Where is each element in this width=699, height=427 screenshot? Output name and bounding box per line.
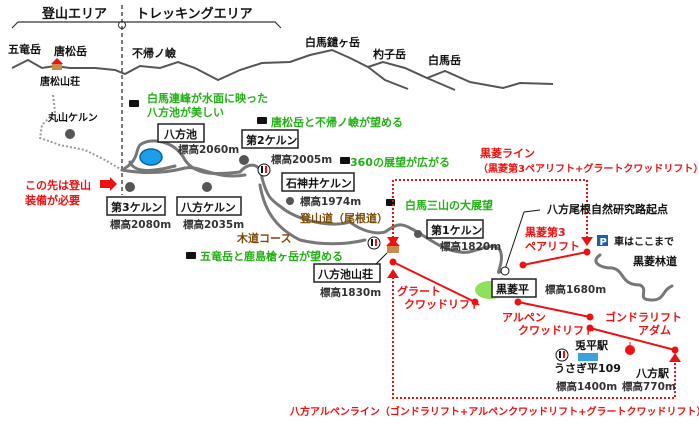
peak-yari: 白馬鑓ヶ岳 (305, 35, 360, 49)
adam-label-2: アダム (638, 323, 671, 337)
climbing-trail (38, 94, 123, 171)
lift-lines (389, 248, 679, 354)
svg-text:P: P (600, 237, 607, 248)
cairn-shakujii-label: 石神井ケルン (285, 176, 352, 190)
kurobishi-elevation: 標高1680m (545, 283, 606, 296)
trekking-area-label: トレッキングエリア (136, 6, 253, 22)
happoike-label: 八方池 (163, 127, 197, 141)
camera-icon (340, 157, 350, 164)
cairn-3-label: 第3ケルン (111, 200, 162, 214)
cairn-2-elevation: 標高2005m (271, 153, 332, 166)
peak-fukaeri: 不帰ノ嶮 (132, 46, 177, 60)
toilet-icon (257, 163, 271, 177)
view-note-2: 唐松岳と不帰ノ嶮が望める (271, 115, 403, 129)
gondola-icon (625, 342, 635, 355)
happoike-elevation: 標高2060m (178, 143, 239, 156)
cairn-icon (65, 129, 75, 139)
usagi-elevation: 標高1400m (556, 380, 617, 393)
kurobishi-line-outline (392, 179, 588, 238)
camera-icon (129, 100, 139, 107)
maruyama-cairn-label: 丸山ケルン (47, 111, 98, 124)
cairn-icon (239, 155, 249, 165)
alpen-label-1: アルペン (502, 311, 546, 324)
cairn-icon (202, 182, 212, 192)
toilet-icon (555, 348, 569, 362)
karamatsu-hut-label: 唐松山荘 (40, 75, 80, 88)
cairn-1-elevation: 標高1820m (440, 240, 501, 253)
cairn-happo-label: 八方ケルン (180, 200, 236, 214)
usagi-station-label: 兎平駅 (575, 338, 608, 352)
grat-label-1: グラート (397, 284, 441, 298)
peak-karamatsu: 唐松岳 (54, 44, 87, 58)
cairn-happo-elevation: 標高2035m (183, 218, 244, 231)
hut-icon (51, 58, 63, 70)
arrow-right-icon (100, 177, 117, 191)
alpen-line-title: 八方アルペンライン（ゴンドラリフト+アルペンクワッドリフト+グラートクワッドリフ… (289, 405, 699, 418)
ridge-route-label: 登山道（尾根道） (299, 211, 388, 225)
cairn-1-label: 第1ケルン (431, 223, 482, 237)
view-note-1b: 八方池が美しい (146, 105, 224, 119)
happo-station-elevation: 標高770m (622, 380, 676, 393)
kurobishi-line-title: 黒菱ライン (480, 146, 535, 160)
climbing-area-label: 登山エリア (41, 6, 107, 22)
kurobishi3-label-1: 黒菱第3 (525, 225, 566, 239)
kurobishi-label: 黒菱平 (496, 282, 529, 296)
cairn-3-elevation: 標高2080m (110, 218, 171, 231)
camera-icon (257, 117, 267, 124)
happoike-lake (139, 148, 163, 166)
view-note-3: 360の展望が広がる (350, 155, 450, 169)
rindo-label: 黒菱林道 (633, 254, 677, 268)
alpen-line-outline (392, 277, 676, 399)
cairn-shakujii-elevation: 標高1974m (300, 195, 361, 208)
sanso-label: 八方池山荘 (317, 267, 373, 281)
alpen-label-2: クワッドリフト (518, 324, 595, 337)
parking-icon: P (597, 235, 608, 248)
warning-line-2: 装備が必要 (24, 193, 80, 207)
toilet-icon (367, 236, 381, 250)
boardwalk-route-label: 木道コース (236, 231, 291, 245)
building-icon (578, 353, 598, 361)
sanso-elevation: 標高1830m (320, 286, 381, 299)
kurobishi-line-detail: （黒菱第3ペアリフト+グラートクワッドリフト） (478, 162, 699, 175)
area-header: 登山エリア トレッキングエリア (11, 5, 282, 195)
peak-shakushi: 杓子岳 (373, 47, 406, 61)
parking-note: 車はここまで (614, 235, 674, 248)
view-note-1a: 白馬連峰が水面に映った (147, 91, 268, 105)
cairn-icon (125, 182, 135, 192)
trekking-trails (120, 139, 674, 302)
peak-goryu: 五竜岳 (8, 42, 41, 56)
adam-label-1: ゴンドラリフト (605, 310, 682, 324)
grat-label-2: クワッドリフト (404, 298, 481, 311)
view-note-5: 五竜岳と鹿島槍ヶ岳が望める (200, 249, 343, 263)
mountain-ridge (11, 48, 554, 90)
view-note-4: 白馬三山の大展望 (405, 198, 493, 212)
trailhead-marker (500, 266, 510, 276)
camera-icon (186, 252, 196, 259)
peak-shirouma: 白馬岳 (428, 53, 461, 67)
cairn-icon (286, 197, 294, 205)
cairn-icon (414, 230, 422, 238)
kurobishi3-label-2: ペアリフト (525, 240, 580, 253)
warning-line-1: この先は登山 (25, 178, 91, 192)
trailhead-label: 八方尾根自然研究路起点 (546, 202, 668, 216)
cairn-2-label: 第2ケルン (246, 133, 297, 147)
hut-icon (386, 239, 400, 253)
happo-station-label: 八方駅 (635, 366, 669, 380)
usagi109-label: うさぎ平109 (554, 361, 621, 375)
